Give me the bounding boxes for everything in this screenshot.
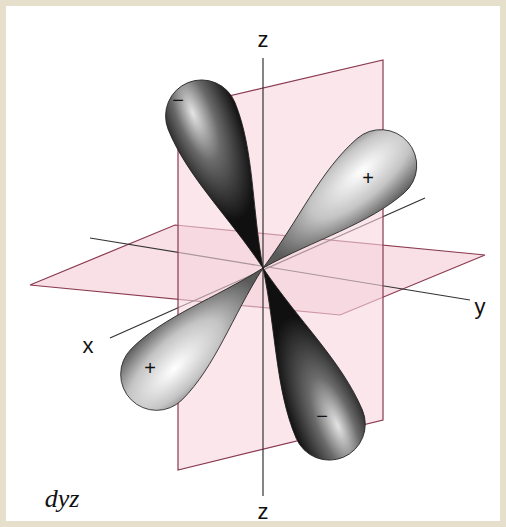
- orbital-lobe: [230, 254, 377, 471]
- orbital-lobe: [155, 69, 297, 281]
- orbital-lobe: [239, 115, 431, 295]
- phase-sign: −: [172, 90, 184, 110]
- background-panel: [6, 6, 500, 521]
- phase-sign: −: [316, 406, 328, 426]
- z-axis: [262, 58, 263, 496]
- orbital-name: dyz: [45, 486, 80, 512]
- orbital-lobe: [106, 243, 289, 426]
- axis-label: x: [83, 335, 94, 357]
- phase-sign: +: [362, 168, 374, 188]
- axis-label: y: [475, 296, 486, 318]
- axis-label: z: [258, 501, 269, 523]
- axis-label: z: [258, 29, 269, 51]
- phase-sign: +: [144, 358, 156, 378]
